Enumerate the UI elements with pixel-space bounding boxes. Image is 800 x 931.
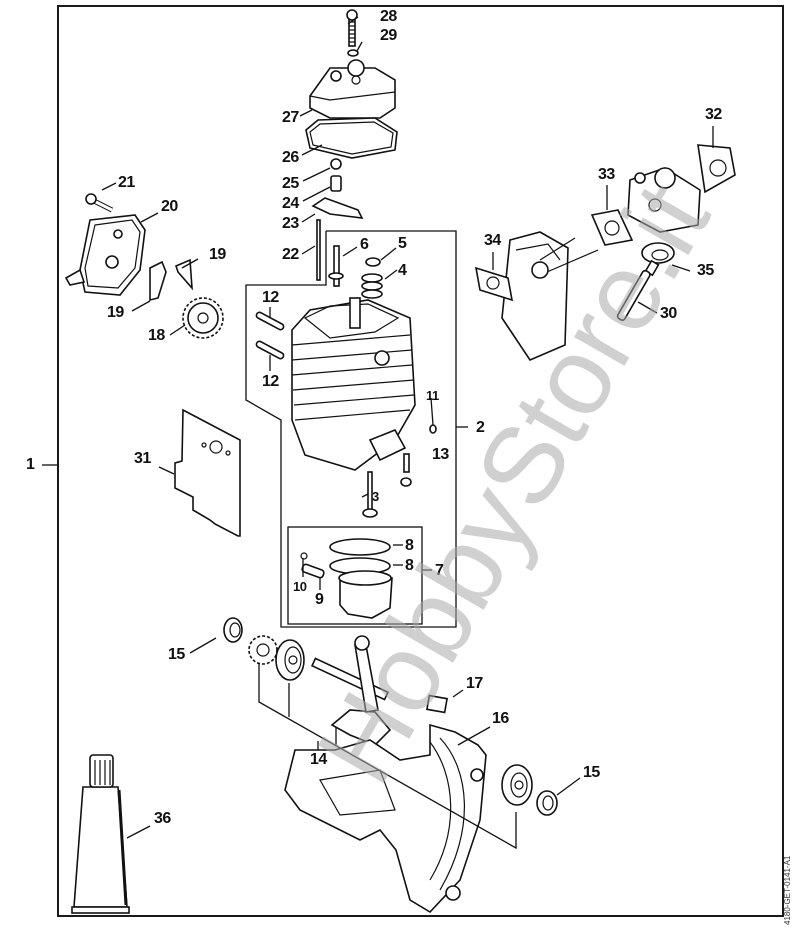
screw-21 — [85, 193, 114, 213]
callout-5[interactable]: 5 — [398, 235, 407, 252]
callout-35[interactable]: 35 — [697, 262, 714, 279]
rocker-23 — [311, 197, 364, 219]
callout-23[interactable]: 23 — [282, 215, 299, 232]
callout-36[interactable]: 36 — [154, 810, 171, 827]
pin-12b — [255, 340, 285, 360]
pushrod-22 — [316, 219, 321, 281]
piston-7 — [338, 570, 393, 619]
gasket-26 — [305, 117, 398, 159]
gear-18 — [182, 297, 224, 339]
callout-19a[interactable]: 19 — [209, 246, 226, 263]
piston-pin-9 — [301, 563, 325, 579]
crankcase-16 — [284, 723, 487, 914]
callout-9[interactable]: 9 — [315, 591, 324, 608]
cylinder-group-outline — [245, 230, 457, 628]
screw-28 — [346, 9, 358, 47]
callout-20[interactable]: 20 — [161, 198, 178, 215]
callout-16[interactable]: 16 — [492, 710, 509, 727]
callout-31[interactable]: 31 — [134, 450, 151, 467]
gear-pinion — [248, 635, 278, 665]
pin-12a — [255, 311, 285, 331]
sleeve-24 — [330, 175, 342, 192]
valve-spring-4 — [361, 273, 383, 299]
nut-25 — [330, 158, 342, 170]
circlip-10 — [300, 552, 308, 560]
cylinder-2 — [291, 297, 416, 471]
callout-30[interactable]: 30 — [660, 305, 677, 322]
gasket-33 — [590, 209, 634, 246]
bearing-left — [275, 639, 305, 681]
gasket-34 — [474, 266, 514, 302]
callout-10[interactable]: 10 — [293, 579, 307, 594]
valve-3 — [362, 471, 378, 518]
callout-26[interactable]: 26 — [282, 149, 299, 166]
callout-4[interactable]: 4 — [398, 262, 407, 279]
callout-33[interactable]: 33 — [598, 166, 615, 183]
cover-20 — [64, 214, 146, 296]
hose-30 — [616, 269, 651, 321]
callout-27[interactable]: 27 — [282, 109, 299, 126]
piston-group-box — [287, 526, 423, 625]
gasket-31 — [174, 408, 241, 537]
callout-14[interactable]: 14 — [310, 751, 327, 768]
callout-18[interactable]: 18 — [148, 327, 165, 344]
spring-retainer-5 — [365, 257, 381, 267]
callout-24[interactable]: 24 — [282, 195, 299, 212]
tube-36 — [71, 754, 130, 914]
callout-25[interactable]: 25 — [282, 175, 299, 192]
leader-lines — [101, 16, 714, 839]
carburetor — [627, 167, 701, 233]
callout-15b[interactable]: 15 — [583, 764, 600, 781]
bearing-right — [501, 764, 533, 806]
callout-8a[interactable]: 8 — [405, 537, 414, 554]
oil-seal-15a — [223, 617, 243, 643]
callout-29[interactable]: 29 — [380, 27, 397, 44]
callout-7[interactable]: 7 — [435, 562, 444, 579]
callout-34[interactable]: 34 — [484, 232, 501, 249]
callout-11[interactable]: 11 — [426, 388, 439, 403]
insert-17 — [425, 694, 449, 714]
callout-32[interactable]: 32 — [705, 106, 722, 123]
screw-13 — [400, 453, 412, 487]
callout-6[interactable]: 6 — [360, 236, 369, 253]
callout-12a[interactable]: 12 — [262, 289, 279, 306]
oil-seal-15b — [536, 790, 558, 816]
gasket-32 — [697, 144, 736, 194]
callout-3[interactable]: 3 — [372, 489, 379, 504]
crankshaft-14 — [310, 635, 392, 746]
callout-19b[interactable]: 19 — [107, 304, 124, 321]
callout-28[interactable]: 28 — [380, 8, 397, 25]
diagram-frame — [57, 5, 784, 917]
callout-8b[interactable]: 8 — [405, 557, 414, 574]
callout-12b[interactable]: 12 — [262, 373, 279, 390]
cam-follower-19a — [149, 260, 167, 302]
callout-1[interactable]: 1 — [26, 456, 35, 473]
callout-22[interactable]: 22 — [282, 246, 299, 263]
manifold — [501, 231, 599, 361]
callout-15a[interactable]: 15 — [168, 646, 185, 663]
cam-follower-19b — [175, 258, 193, 291]
assembly-bracket-14 — [258, 663, 517, 850]
plug-11 — [429, 424, 437, 434]
callout-17[interactable]: 17 — [466, 675, 483, 692]
washer-29 — [347, 49, 359, 57]
callout-13[interactable]: 13 — [432, 446, 449, 463]
stud-6 — [328, 245, 344, 287]
piston-ring-8a — [329, 538, 391, 556]
valve-cover-27 — [309, 59, 396, 119]
callout-2[interactable]: 2 — [476, 419, 485, 436]
document-id: 4180-GET-0141-A1 — [783, 855, 792, 925]
callout-21[interactable]: 21 — [118, 174, 135, 191]
